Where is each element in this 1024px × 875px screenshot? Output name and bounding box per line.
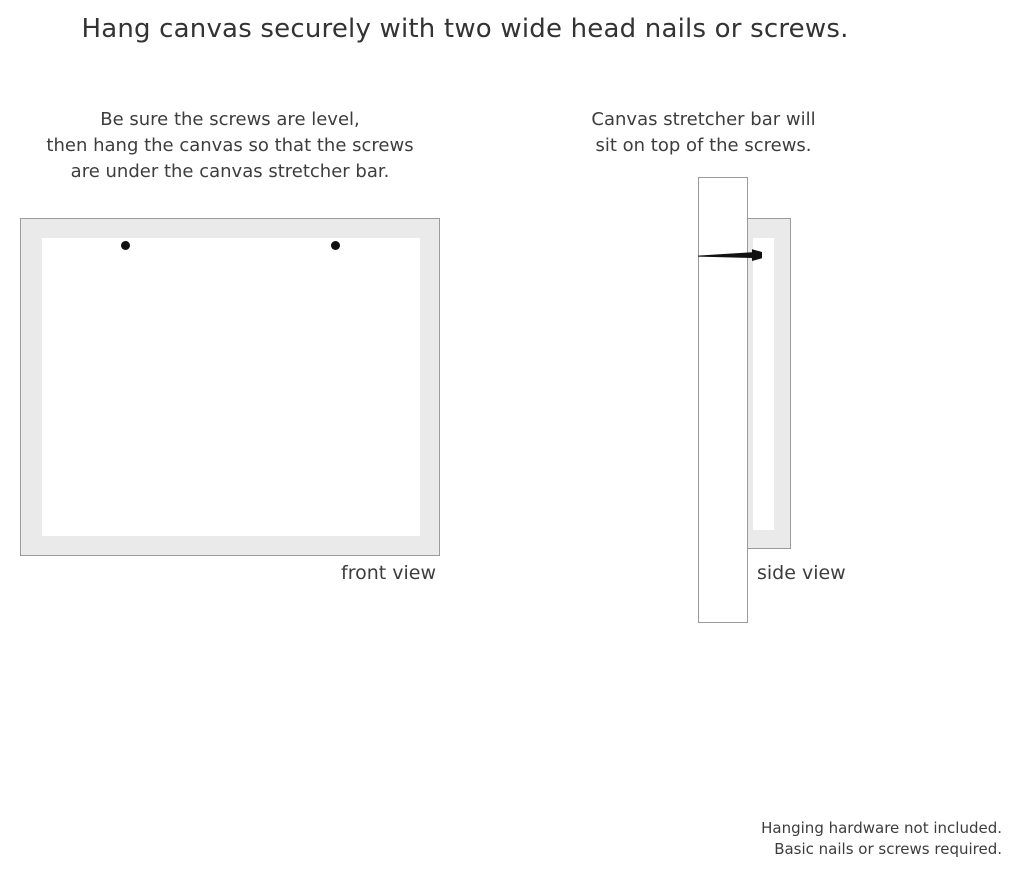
- side-view-caption: Canvas stretcher bar will sit on top of …: [585, 107, 822, 159]
- front-view-caption-line-3: are under the canvas stretcher bar.: [70, 161, 390, 182]
- front-view-label: front view: [341, 562, 436, 584]
- screw-profile-icon: [698, 249, 762, 261]
- front-view-caption-line-2: then hang the canvas so that the screws: [46, 135, 414, 156]
- side-view-caption-line-1: Canvas stretcher bar will: [591, 109, 816, 130]
- side-view-canvas-face: [753, 238, 774, 530]
- front-view-canvas-face: [42, 238, 420, 536]
- front-view-screw-dot-icon-right: [331, 241, 340, 250]
- footer-note: Hanging hardware not included. Basic nai…: [761, 818, 1002, 860]
- side-view-canvas-frame: [747, 218, 791, 549]
- front-view-screw-dot-icon-left: [121, 241, 130, 250]
- side-view-caption-line-2: sit on top of the screws.: [595, 135, 812, 156]
- footer-note-line-2: Basic nails or screws required.: [774, 840, 1002, 858]
- side-view-wall: [698, 177, 748, 623]
- front-view-caption-line-1: Be sure the screws are level,: [100, 109, 360, 130]
- footer-note-line-1: Hanging hardware not included.: [761, 819, 1002, 837]
- front-view-canvas-frame: [20, 218, 440, 556]
- page-title: Hang canvas securely with two wide head …: [81, 14, 849, 44]
- side-view-label: side view: [757, 562, 846, 584]
- front-view-caption: Be sure the screws are level, then hang …: [20, 107, 440, 185]
